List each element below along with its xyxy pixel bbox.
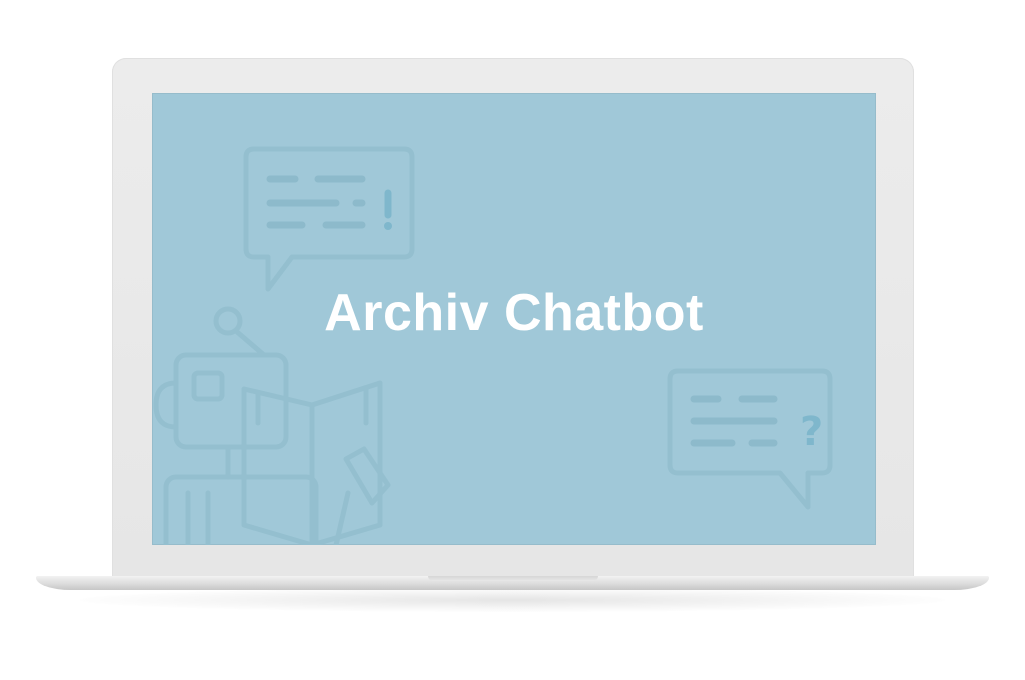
- robot-reading-book-icon: [153, 306, 391, 545]
- chat-bubble-exclamation-icon: [243, 146, 415, 292]
- screen-title: Archiv Chatbot: [324, 284, 704, 342]
- svg-text:?: ?: [800, 409, 823, 455]
- laptop-screen: ?: [152, 93, 876, 545]
- laptop-shadow: [80, 588, 945, 612]
- chat-bubble-question-icon: ?: [667, 368, 833, 510]
- screen-illustration: ?: [153, 146, 833, 545]
- laptop-base: [36, 576, 989, 590]
- laptop-notch: [428, 576, 598, 581]
